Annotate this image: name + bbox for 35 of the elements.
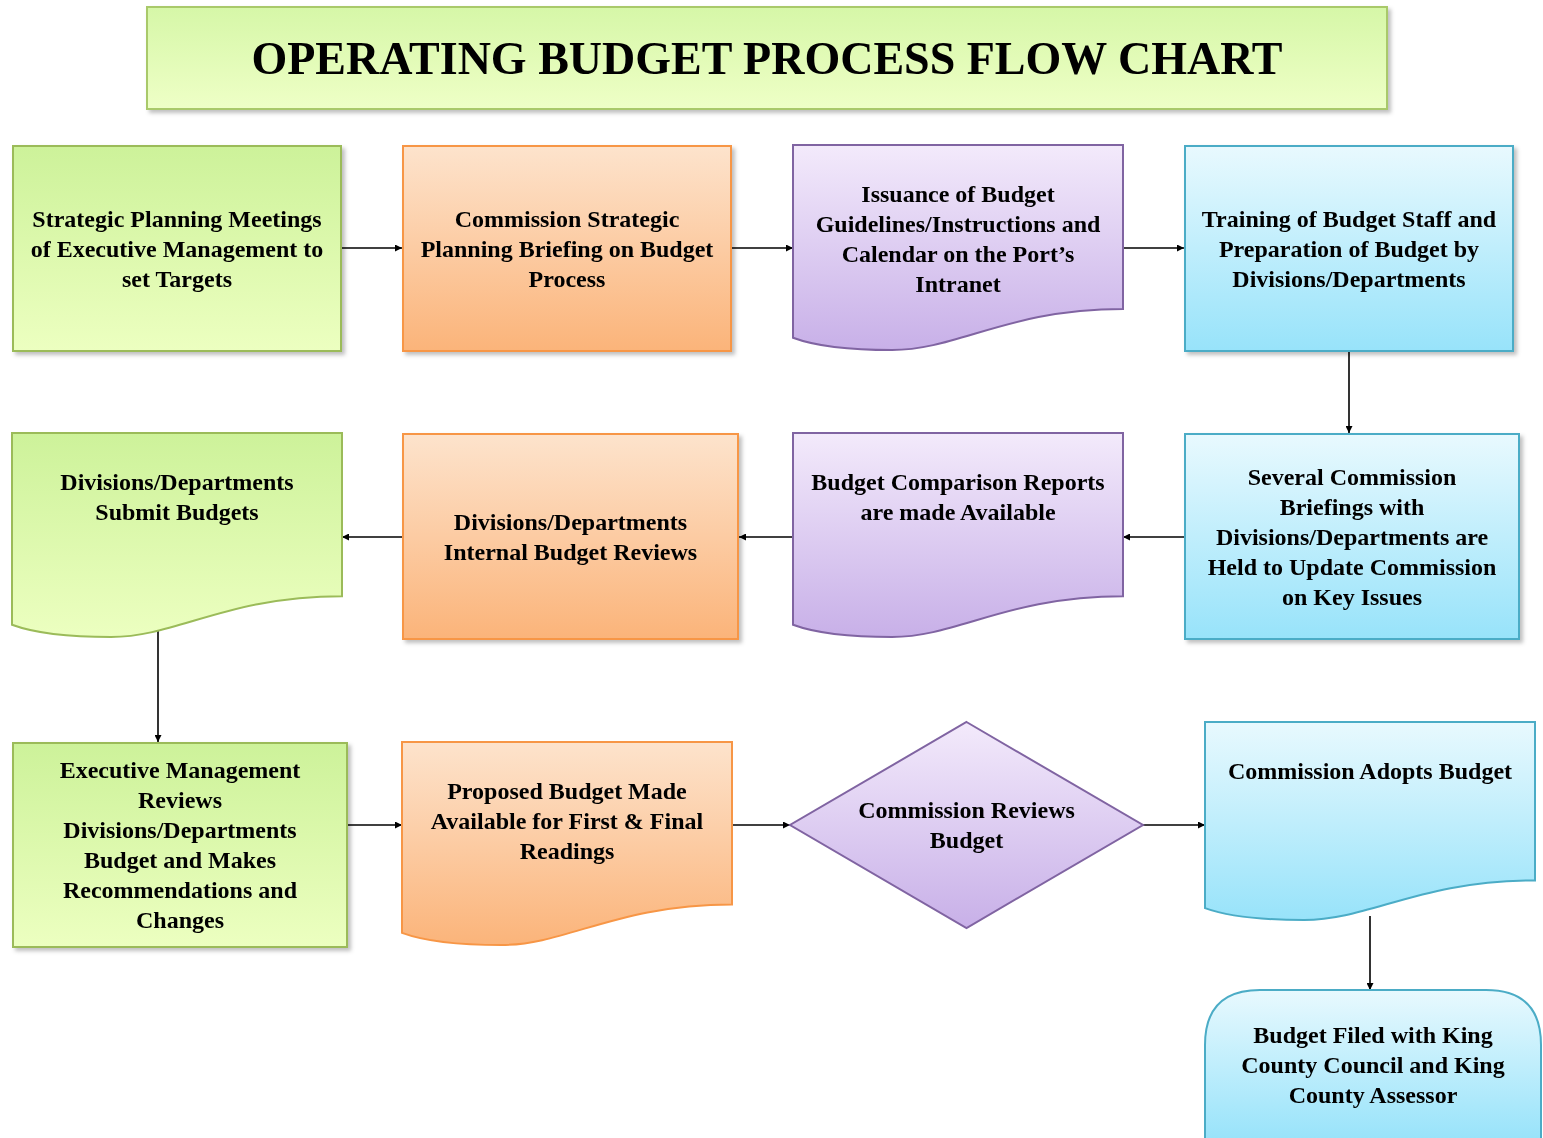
process-box bbox=[402, 433, 739, 640]
node-text: Divisions/Departments Internal Budget Reviews bbox=[442, 507, 699, 567]
node-text: Budget Comparison Reports are made Available bbox=[810, 468, 1106, 527]
node-text: Several Commission Briefings with Divisions/Departments are Held to Update Commission on Key Issues bbox=[1206, 462, 1498, 612]
process-box bbox=[12, 742, 348, 948]
decision-diamond bbox=[790, 722, 1143, 928]
title-banner: OPERATING BUDGET PROCESS FLOW CHART bbox=[146, 6, 1388, 110]
document-shape bbox=[1205, 722, 1535, 920]
process-box bbox=[402, 145, 732, 352]
node-text: Executive Management Reviews Divisions/Departments Budget and Makes Recommendations and Changes bbox=[58, 756, 302, 935]
arrow bbox=[1345, 351, 1353, 434]
arrow bbox=[1142, 821, 1206, 829]
process-box bbox=[1184, 433, 1520, 640]
document-shape bbox=[12, 433, 342, 637]
document-shape bbox=[402, 742, 732, 945]
node-text: Commission Reviews Budget bbox=[857, 796, 1076, 855]
node-text: Issuance of Budget Guidelines/Instructions and Calendar on the Port’s Intranet bbox=[814, 180, 1102, 299]
node-text: Strategic Planning Meetings of Executive Management to set Targets bbox=[29, 204, 325, 294]
node-text: Training of Budget Staff and Preparation of Budget by Divisions/Departments bbox=[1200, 204, 1498, 294]
node-text: Budget Filed with King County Council and King County Assessor bbox=[1240, 1021, 1506, 1110]
node-text: Proposed Budget Made Available for First & Final Readings bbox=[429, 777, 705, 866]
arrow bbox=[347, 821, 403, 829]
node-text: Divisions/Departments Submit Budgets bbox=[59, 468, 295, 527]
arrow bbox=[1366, 915, 1374, 991]
process-box bbox=[12, 145, 342, 352]
arrow bbox=[738, 533, 794, 541]
document-shape bbox=[793, 145, 1123, 350]
node-text: Commission Strategic Planning Briefing on Budget Process bbox=[419, 204, 715, 294]
arrow bbox=[341, 244, 403, 252]
terminal-shape bbox=[1205, 990, 1541, 1138]
document-shape bbox=[793, 433, 1123, 637]
arrow bbox=[154, 630, 162, 743]
node-text: Commission Adopts Budget bbox=[1227, 757, 1513, 786]
arrow bbox=[731, 244, 794, 252]
process-box bbox=[1184, 145, 1514, 352]
